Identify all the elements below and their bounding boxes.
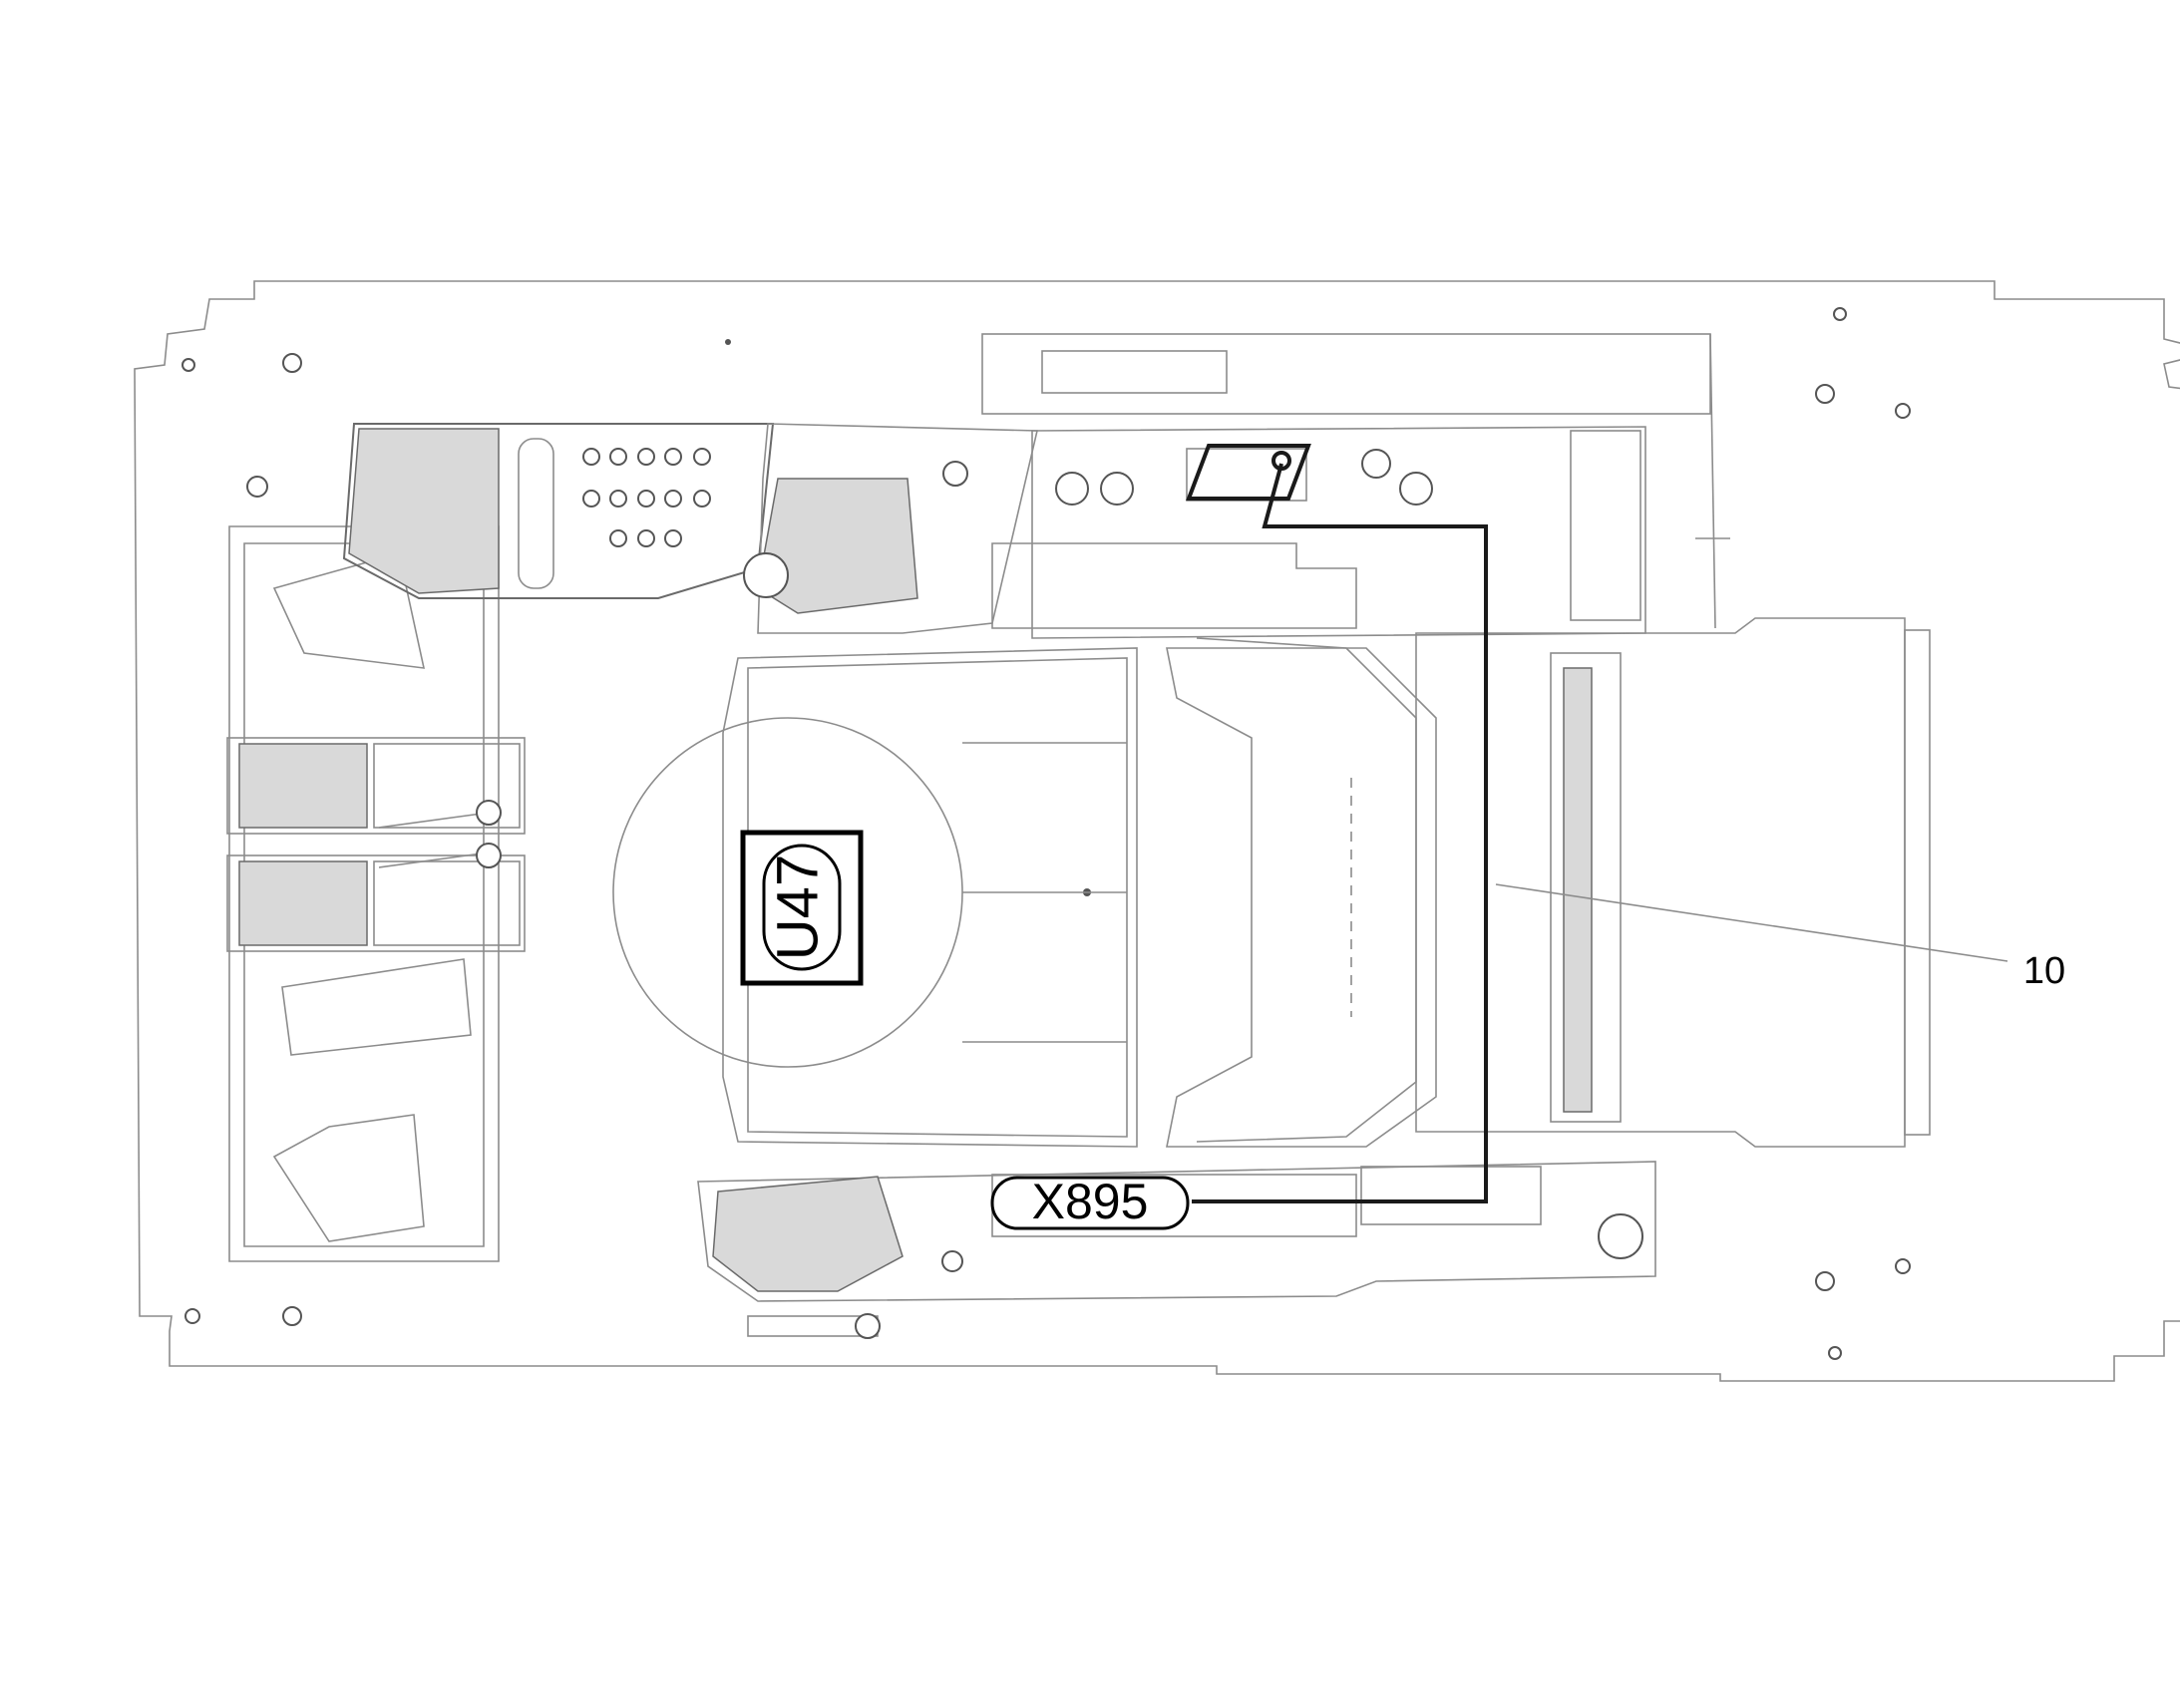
bottom-console	[697, 1161, 1656, 1339]
travel-pedals	[226, 737, 526, 952]
left-control-console	[342, 423, 1039, 634]
x895-text: X895	[1032, 1174, 1149, 1229]
callout-leader-10	[1495, 883, 2008, 962]
floor-plate-outline	[134, 280, 2180, 1382]
mounting-holes	[182, 307, 1911, 1360]
operator-seat	[612, 637, 1437, 1148]
switch-panel-knobs	[582, 448, 711, 547]
u47-text: U47	[765, 854, 830, 960]
x895-label: X895	[990, 1174, 1190, 1230]
right-side-rail	[1415, 617, 1931, 1148]
wiring-harness	[1186, 444, 1488, 1203]
u47-label: U47	[740, 830, 864, 986]
callout-number-10: 10	[2023, 950, 2065, 992]
right-control-panel	[981, 333, 1730, 639]
